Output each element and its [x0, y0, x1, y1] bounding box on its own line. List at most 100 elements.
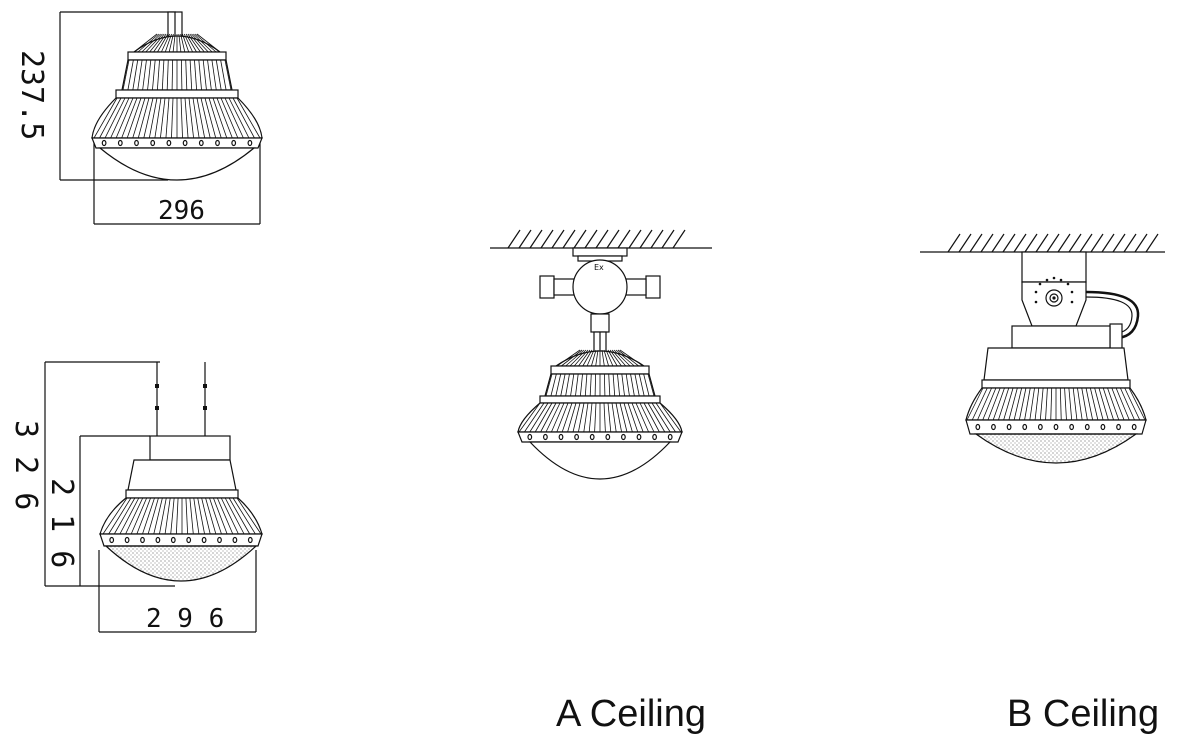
detail-line	[628, 229, 642, 249]
rim-hole	[605, 433, 611, 441]
detail-line	[189, 497, 194, 535]
detail-line	[232, 97, 255, 139]
detail-line	[1120, 387, 1135, 421]
detail-line	[595, 349, 599, 367]
detail-line	[164, 33, 172, 53]
detail-line	[958, 233, 972, 253]
detail-line	[224, 97, 244, 139]
detail-line	[164, 497, 171, 535]
detail-line	[619, 349, 644, 367]
detail-line	[980, 233, 994, 253]
detail-line	[1079, 233, 1093, 253]
detail-line	[586, 349, 595, 367]
detail-line	[617, 229, 631, 249]
detail-line	[601, 349, 605, 367]
rim-hole	[247, 139, 253, 147]
detail-line	[1059, 387, 1062, 421]
detail-line	[102, 497, 128, 535]
detail-line	[589, 373, 592, 397]
detail-line	[1035, 233, 1049, 253]
rim-hole	[155, 536, 161, 544]
detail-line	[1115, 387, 1130, 421]
detail-line	[212, 97, 228, 139]
detail-line	[153, 497, 163, 535]
rim-hole	[232, 536, 238, 544]
detail-line	[659, 402, 682, 433]
rim-hole	[231, 139, 237, 147]
detail-line	[191, 33, 209, 53]
detail-line	[152, 59, 156, 91]
bracket-bolt-dot	[1070, 300, 1074, 304]
detail-line	[977, 387, 992, 421]
detail-line	[166, 59, 169, 91]
detail-line	[224, 59, 232, 91]
detail-line	[643, 373, 650, 397]
detail-line	[182, 33, 190, 53]
detail-line	[540, 402, 557, 433]
detail-line	[608, 373, 611, 397]
detail-line	[220, 497, 239, 535]
detail-line	[1101, 233, 1115, 253]
rim-hole	[182, 139, 188, 147]
detail-line	[142, 497, 155, 535]
detail-line	[992, 387, 1005, 421]
detail-line	[619, 402, 628, 433]
detail-line	[157, 33, 169, 53]
rim-hole	[589, 433, 595, 441]
detail-line	[1102, 387, 1114, 421]
detail-line	[154, 97, 162, 139]
rim-hole	[150, 139, 156, 147]
detail-line	[178, 33, 182, 53]
detail-line	[121, 97, 138, 139]
detail-line	[183, 33, 193, 53]
detail-line	[1029, 387, 1035, 421]
detail-line	[132, 97, 146, 139]
detail-line	[545, 402, 561, 433]
detail-line	[630, 373, 635, 397]
detail-line	[1068, 233, 1082, 253]
detail-line	[613, 349, 631, 367]
detail-line	[1013, 233, 1027, 253]
detail-line	[605, 349, 614, 367]
detail-line	[1072, 387, 1078, 421]
detail-line	[1024, 387, 1031, 421]
detail-line	[1112, 233, 1126, 253]
detail-line	[529, 229, 543, 249]
detail-line	[1046, 233, 1060, 253]
detail-line	[180, 59, 183, 91]
detail-line	[211, 59, 217, 91]
detail-line	[1050, 387, 1053, 421]
detail-line	[1024, 233, 1038, 253]
rim-hole	[652, 433, 657, 441]
detail-line	[148, 97, 158, 139]
detail-line	[153, 33, 167, 53]
rim-hole	[975, 423, 981, 431]
detail-line	[643, 402, 660, 433]
detail-line	[147, 59, 152, 91]
detail-line	[1124, 387, 1141, 421]
detail-line	[216, 497, 234, 535]
inner-height-dimension-label: 2 1 6	[44, 478, 79, 568]
detail-line	[588, 402, 593, 433]
detail-line	[115, 97, 134, 139]
detail-line	[159, 497, 167, 535]
detail-line	[1089, 387, 1099, 421]
detail-line	[125, 497, 144, 535]
detail-line	[573, 229, 587, 249]
detail-line	[1045, 387, 1048, 421]
detail-line	[639, 402, 655, 433]
detail-line	[611, 349, 627, 367]
detail-line	[998, 387, 1010, 421]
detail-line	[205, 497, 217, 535]
detail-line	[556, 402, 569, 433]
detail-line	[99, 97, 122, 139]
detail-line	[603, 402, 606, 433]
detail-line	[1013, 387, 1023, 421]
detail-line	[189, 33, 205, 53]
detail-line	[180, 97, 183, 139]
detail-line	[171, 59, 174, 91]
detail-line	[661, 229, 675, 249]
detail-line	[208, 97, 222, 139]
detail-line	[591, 349, 597, 367]
